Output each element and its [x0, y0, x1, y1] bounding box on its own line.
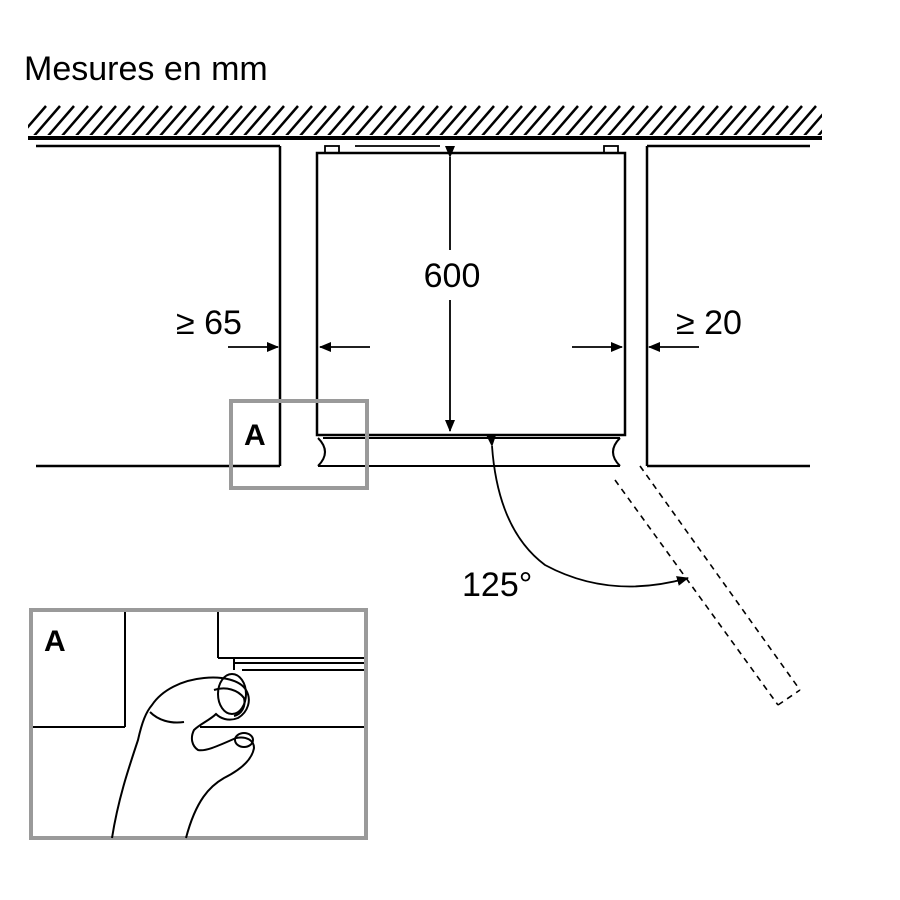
hatch-stroke	[621, 105, 649, 135]
hatch-stroke	[803, 113, 822, 135]
hatch-stroke	[411, 105, 439, 135]
detail-marker-frame	[229, 399, 369, 490]
hatch-stroke	[677, 105, 705, 135]
detail-panel	[29, 608, 368, 840]
hatch-stroke	[747, 105, 775, 135]
hatch-stroke	[705, 105, 733, 135]
hatch-stroke	[565, 105, 593, 135]
door-angle-arc	[486, 434, 689, 588]
hatch-stroke	[607, 105, 635, 135]
hatch-stroke	[733, 105, 761, 135]
depth-label: 600	[424, 257, 481, 295]
detail-panel-label: A	[44, 625, 66, 658]
diagram-title: Mesures en mm	[24, 50, 268, 88]
hatch-stroke	[271, 105, 299, 135]
hatch-stroke	[481, 105, 509, 135]
hatch-stroke	[635, 105, 663, 135]
hatch-stroke	[131, 105, 159, 135]
hatch-stroke	[383, 105, 411, 135]
hatch-stroke	[187, 105, 215, 135]
hatch-stroke	[313, 105, 341, 135]
hatch-stroke	[593, 105, 621, 135]
hatch-stroke	[369, 105, 397, 135]
hatch-stroke	[537, 105, 565, 135]
left-cabinet	[36, 144, 282, 468]
appliance-door	[317, 437, 621, 467]
hatch-stroke	[201, 105, 229, 135]
hatch-stroke	[89, 105, 117, 135]
wall-hatching	[28, 105, 858, 140]
door-angle-label: 125°	[462, 566, 532, 604]
hatch-stroke	[663, 105, 691, 135]
appliance-body	[315, 145, 627, 437]
hatch-stroke	[61, 105, 89, 135]
detail-marker-label: A	[244, 419, 266, 452]
hatch-stroke	[775, 105, 803, 135]
left-clearance-label: ≥ 65	[176, 304, 242, 342]
hatch-stroke	[28, 105, 47, 129]
hatch-stroke	[229, 105, 257, 135]
hatch-stroke	[47, 105, 75, 135]
hatch-stroke	[145, 105, 173, 135]
hatch-stroke	[495, 105, 523, 135]
hatch-stroke	[453, 105, 481, 135]
hatch-stroke	[117, 105, 145, 135]
hatch-stroke	[397, 105, 425, 135]
hatch-stroke	[509, 105, 537, 135]
hatch-stroke	[425, 105, 453, 135]
hatch-stroke	[299, 105, 327, 135]
hatch-stroke	[817, 129, 822, 135]
hatch-stroke	[832, 106, 858, 136]
hatch-stroke	[649, 105, 677, 135]
hatch-stroke	[789, 105, 817, 135]
hatch-stroke	[719, 105, 747, 135]
hatch-stroke	[439, 105, 467, 135]
hatch-stroke	[159, 105, 187, 135]
hatch-stroke	[257, 105, 285, 135]
hatch-stroke	[215, 105, 243, 135]
hatch-stroke	[551, 105, 579, 135]
hatch-stroke	[761, 105, 789, 135]
hatch-stroke	[33, 105, 61, 135]
hatch-stroke	[341, 105, 369, 135]
hatch-stroke	[75, 105, 103, 135]
hatch-stroke	[243, 105, 271, 135]
hatch-stroke	[173, 105, 201, 135]
hatch-stroke	[355, 105, 383, 135]
hatch-stroke	[523, 105, 551, 135]
hatch-stroke	[285, 105, 313, 135]
hatch-stroke	[103, 105, 131, 135]
hatch-stroke	[327, 105, 355, 135]
hatch-stroke	[579, 105, 607, 135]
hatch-stroke	[467, 105, 495, 135]
hatch-stroke	[691, 105, 719, 135]
hand-icon	[111, 673, 256, 839]
right-clearance-label: ≥ 20	[676, 304, 742, 342]
